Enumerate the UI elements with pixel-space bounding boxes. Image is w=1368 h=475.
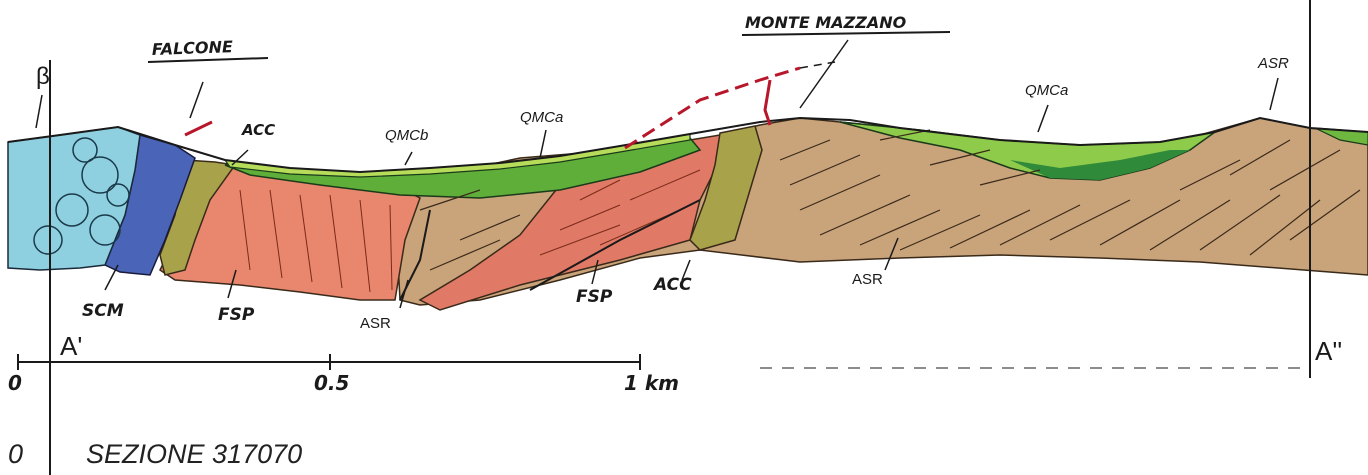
scale-tick-0-5: 0.5 — [314, 371, 349, 395]
monte-mazzano-label: MONTE MAZZANO — [745, 13, 907, 32]
label-scm: SCM — [82, 301, 124, 321]
label-asr-right-top: ASR — [1257, 55, 1289, 72]
label-end-a-double-prime: A'' — [1315, 336, 1342, 366]
falcone-label: FALCONE — [151, 37, 233, 59]
label-asr-left: ASR — [360, 315, 391, 332]
label-fsp-left: FSP — [218, 305, 255, 325]
label-acc-mid: ACC — [652, 275, 692, 295]
label-qmca-right: QMCa — [1025, 82, 1068, 99]
monte-mazzano-underline — [742, 32, 950, 35]
label-acc-top: ACC — [241, 121, 275, 139]
scale-bar — [18, 354, 640, 370]
scale-tick-1km: 1 km — [624, 371, 679, 395]
label-start-a-prime: A' — [60, 331, 82, 361]
label-qmcb: QMCb — [385, 127, 428, 144]
label-qmca-left: QMCa — [520, 109, 563, 126]
section-title: SEZIONE 317070 — [86, 439, 302, 469]
beta-label: β — [36, 63, 50, 90]
falcone-underline — [148, 58, 268, 62]
scale-tick-0: 0 — [8, 371, 22, 395]
label-fsp-mid: FSP — [576, 287, 613, 307]
label-asr-right-lower: ASR — [852, 271, 883, 288]
title-origin: 0 — [8, 439, 23, 469]
